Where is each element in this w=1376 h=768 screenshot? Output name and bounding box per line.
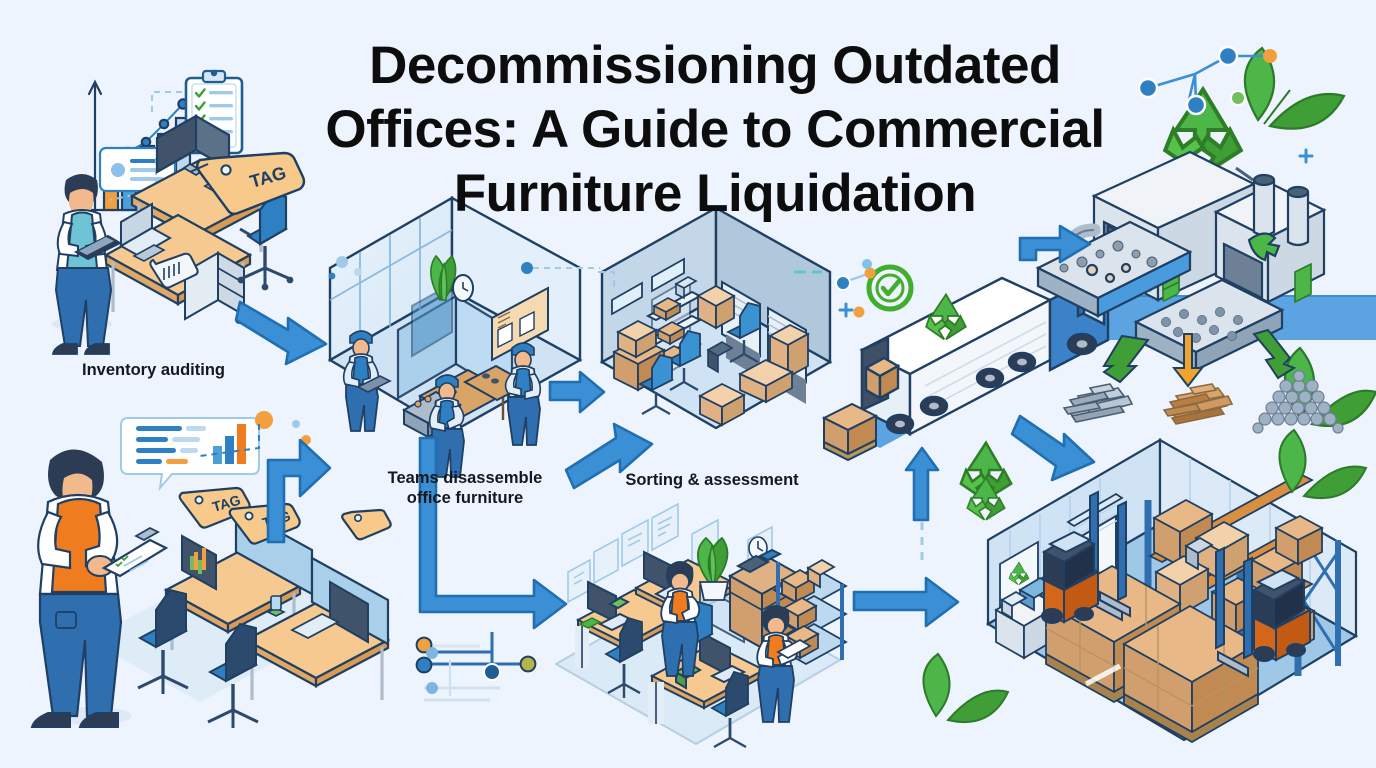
office-plant xyxy=(697,536,730,601)
forklift-back xyxy=(1041,490,1131,624)
conveyor-belts xyxy=(1035,220,1285,372)
recycle-poster xyxy=(999,540,1039,608)
arrow-warehouse-up xyxy=(904,446,940,560)
worker-standing-right xyxy=(756,605,812,723)
title-line-2: Offices: A Guide to Commercial xyxy=(325,100,1105,159)
flow-arrows xyxy=(234,224,1096,630)
pinboard xyxy=(491,286,549,362)
pile-arrows xyxy=(1102,328,1297,388)
title-line-3: Furniture Liquidation xyxy=(453,164,977,223)
leaves-bottom-mid xyxy=(922,652,1010,724)
verified-check-badge xyxy=(866,264,914,312)
wood-scrap-pile xyxy=(1162,383,1234,425)
warehouse-windows xyxy=(611,257,685,316)
wall-clock xyxy=(452,274,474,302)
sorted-chairs xyxy=(637,301,763,415)
tagging-scene: TAG TAG xyxy=(30,411,392,728)
node-graphic-left xyxy=(835,259,876,318)
arrow-reinstall-to-warehouse xyxy=(852,576,960,628)
tag-small-label xyxy=(149,252,199,289)
arrow-disassembly-to-sorting xyxy=(548,370,606,414)
inventory-auditing-scene: TAG xyxy=(51,69,306,355)
recycle-symbol-small-left xyxy=(966,476,1006,521)
title-line-1: Decommissioning Outdated xyxy=(369,36,1061,95)
arrow-inventory-to-disassembly xyxy=(234,300,328,366)
plant xyxy=(430,254,457,302)
pallet-box xyxy=(821,402,879,462)
auditor-person xyxy=(51,174,123,355)
plastic-pellet-pile xyxy=(1252,370,1344,434)
sorting-scene xyxy=(598,205,833,679)
caption-sorting-assessment: Sorting & assessment xyxy=(625,471,799,489)
glass-partitions xyxy=(329,218,453,344)
warehouse-storage-scene xyxy=(922,428,1368,744)
arrow-transport-to-plant xyxy=(1018,224,1092,264)
shelving-with-boxes xyxy=(772,558,848,666)
arrow-tagging-to-disassembly xyxy=(266,438,332,544)
metal-scrap-pile xyxy=(1062,383,1134,423)
recycle-logo-on-trailer xyxy=(925,292,967,341)
forklift-front xyxy=(1215,546,1313,678)
caption-line-1: Teams disassemble xyxy=(387,469,543,487)
arrow-plant-to-warehouse xyxy=(1010,414,1096,482)
caption-line-2: office furniture xyxy=(406,489,524,507)
material-piles xyxy=(1062,328,1344,434)
cardboard-boxes xyxy=(612,284,810,679)
deco-dots xyxy=(328,256,600,280)
arrow-sorting-to-transport xyxy=(564,422,654,490)
leaves-bottom-right xyxy=(1278,428,1368,500)
laptop-desk xyxy=(103,202,253,324)
disassembly-scene xyxy=(292,195,600,478)
leaves-top xyxy=(1243,46,1346,130)
deco-dash xyxy=(598,271,615,292)
page-title: Decommissioning Outdated Offices: A Guid… xyxy=(300,34,1130,226)
caption-inventory-auditing: Inventory auditing xyxy=(82,361,226,379)
three-workers xyxy=(342,330,542,478)
worker-clipboard xyxy=(30,449,169,728)
arrow-disassembly-to-reinstall xyxy=(418,436,568,630)
node-graphic-bottom xyxy=(415,632,537,702)
speech-bubble-chart xyxy=(120,417,260,492)
worker-standing-left xyxy=(660,561,701,677)
recycling-plant-scene xyxy=(1035,45,1376,428)
office-chair xyxy=(237,190,294,291)
reinstall-office-scene xyxy=(553,502,848,749)
caption-teams-disassemble: Teams disassemble office furniture xyxy=(340,468,590,508)
tag-label: TAG xyxy=(189,151,306,216)
